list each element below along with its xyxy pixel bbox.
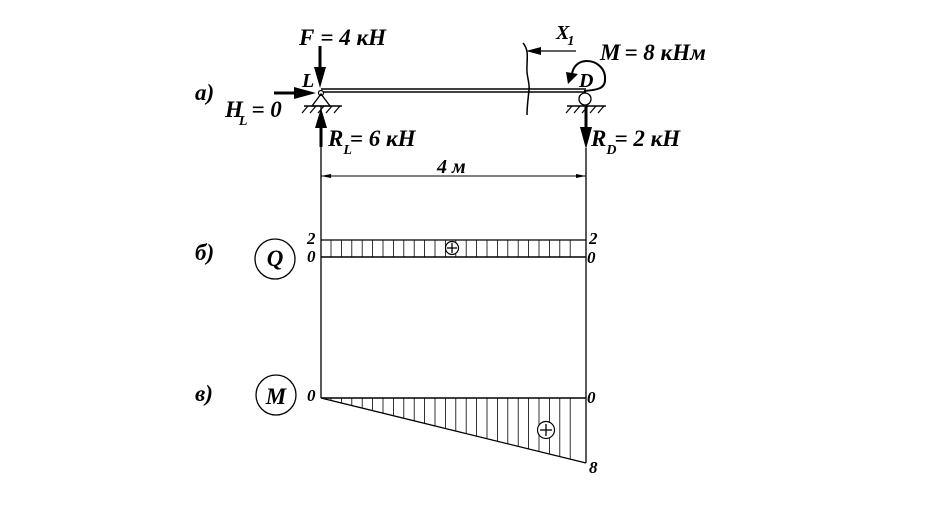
point-l-label: L [301, 70, 314, 92]
r-d-label: RD= 2 кН [590, 126, 681, 158]
moment-m-arrow [566, 59, 607, 92]
moment-label: M= 8 кНм [599, 40, 706, 65]
span-label: 4 м [436, 156, 466, 178]
moment-label-circle [255, 374, 297, 416]
shear-hatching [330, 240, 571, 257]
h-l-arrow [274, 87, 316, 99]
force-label: F= 4 кН [298, 25, 387, 50]
moment-circle-label: M [265, 384, 288, 409]
section-main: X [555, 22, 570, 44]
h-l-label: HL= 0 [224, 97, 282, 129]
shear-label-circle [254, 238, 296, 280]
force-f-arrow [314, 46, 326, 88]
section-cut-line [522, 42, 530, 116]
shear-right-value: 2 [588, 229, 598, 248]
r-l-value: = 6 кН [350, 126, 417, 151]
moment-left-zero: 0 [307, 386, 316, 405]
moment-diagram [255, 374, 587, 464]
r-l-sub: L [342, 143, 352, 158]
r-d-main: R [590, 126, 606, 151]
r-d-sub: D [605, 143, 616, 158]
shear-diagram [254, 238, 586, 280]
h-l-value: = 0 [251, 97, 282, 122]
part-b-label: б) [195, 240, 214, 265]
part-v-label: в) [195, 381, 213, 406]
shear-circle-label: Q [267, 246, 284, 271]
shear-left-zero: 0 [307, 247, 316, 266]
point-d-label: D [578, 70, 593, 92]
moment-hatching [330, 398, 571, 460]
section-sub: 1 [567, 34, 574, 49]
r-l-main: R [327, 126, 343, 151]
shear-left-value: 2 [306, 229, 316, 248]
moment-line [320, 397, 587, 464]
section-x1-arrow [526, 47, 576, 55]
h-l-sub: L [238, 114, 248, 129]
force-value: = 4 кН [320, 25, 387, 50]
moment-symbol: M [599, 40, 622, 65]
section-label: X1 [555, 22, 574, 49]
r-l-label: RL= 6 кН [327, 126, 417, 158]
moment-right-zero: 0 [587, 388, 596, 407]
moment-value: = 8 кНм [624, 40, 705, 65]
force-symbol: F [298, 25, 314, 50]
part-a-label: а) [195, 80, 214, 105]
r-d-value: = 2 кН [614, 126, 681, 151]
h-l-main: H [224, 97, 244, 122]
shear-right-zero: 0 [587, 248, 596, 267]
r-d-arrow [580, 106, 592, 149]
moment-right-value: 8 [589, 458, 598, 477]
